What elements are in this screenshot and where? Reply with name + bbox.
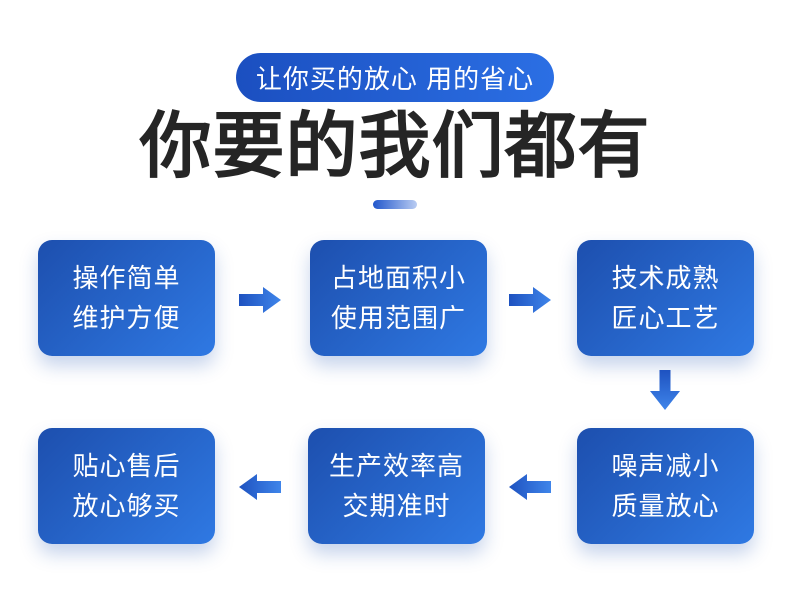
title-underline xyxy=(373,200,417,209)
arrow-right-icon xyxy=(239,287,281,313)
feature-box-line2: 匠心工艺 xyxy=(611,303,720,333)
arrow-left-icon xyxy=(509,474,551,500)
feature-box-technology: 技术成熟 匠心工艺 xyxy=(577,240,754,356)
feature-box-line2: 使用范围广 xyxy=(330,303,466,333)
arrow-right-icon xyxy=(509,287,551,313)
feature-box-line1: 操作简单 xyxy=(72,263,181,293)
promo-badge-label: 让你买的放心 用的省心 xyxy=(255,64,535,94)
feature-box-line1: 生产效率高 xyxy=(328,451,464,481)
feature-box-footprint: 占地面积小 使用范围广 xyxy=(310,240,487,356)
feature-box-noise: 噪声减小 质量放心 xyxy=(577,428,754,544)
promo-badge: 让你买的放心 用的省心 xyxy=(236,53,554,102)
feature-box-operation: 操作简单 维护方便 xyxy=(38,240,215,356)
arrow-down-icon xyxy=(650,370,680,410)
feature-box-line2: 交期准时 xyxy=(342,491,451,521)
feature-box-line1: 占地面积小 xyxy=(330,263,466,293)
feature-box-line2: 质量放心 xyxy=(611,491,720,521)
feature-box-line2: 放心够买 xyxy=(72,491,181,521)
feature-box-line1: 贴心售后 xyxy=(72,451,181,481)
feature-box-line1: 噪声减小 xyxy=(611,451,720,481)
arrow-left-icon xyxy=(239,474,281,500)
page-title: 你要的我们都有 xyxy=(139,107,651,187)
feature-box-line1: 技术成熟 xyxy=(611,263,720,293)
feature-box-aftersale: 贴心售后 放心够买 xyxy=(38,428,215,544)
feature-box-line2: 维护方便 xyxy=(72,303,181,333)
feature-box-efficiency: 生产效率高 交期准时 xyxy=(308,428,485,544)
